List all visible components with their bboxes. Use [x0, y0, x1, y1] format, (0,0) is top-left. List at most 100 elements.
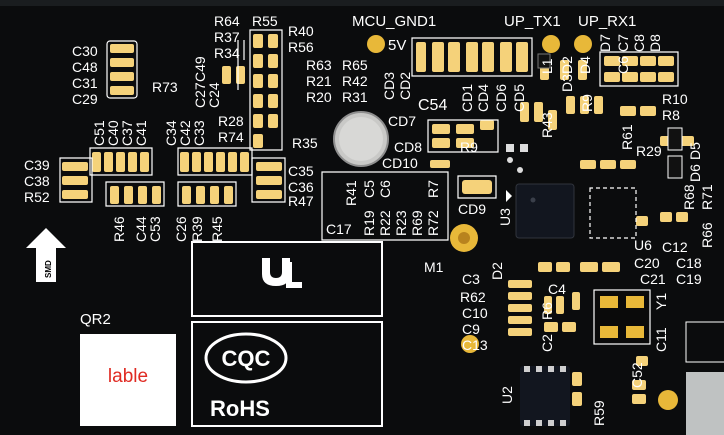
ref-c29: C29	[72, 91, 98, 107]
ref-c27: C27	[192, 82, 208, 108]
ref-c52: C52	[629, 362, 645, 388]
ref-cd5: CD5	[511, 84, 527, 112]
silkscreen-refs-left: R64 R55 R40 R37 R56 R34 C30 C48 C31 C29 …	[24, 13, 368, 242]
ref-r69: R69	[409, 210, 425, 236]
ref-r41: R41	[343, 180, 359, 206]
top-right-refs-extra: R9	[579, 94, 595, 112]
chip-labels: U3 U6	[497, 208, 652, 253]
ref-c8: C8	[631, 34, 647, 52]
ref-r28: R28	[218, 113, 244, 129]
ref-cd1: CD1	[459, 84, 475, 112]
ref-d4: D4	[577, 56, 593, 74]
top-net-labels: MCU_GND1 UP_TX1 UP_RX1 5V	[352, 13, 636, 54]
label-mcu-gnd: MCU_GND1	[352, 13, 436, 30]
ref-cd3: CD3	[381, 72, 397, 100]
ref-c19: C19	[676, 271, 702, 287]
cqc-box: CQC RoHS	[191, 321, 383, 427]
label-up-rx: UP_RX1	[578, 13, 636, 30]
ref-d2: D2	[489, 262, 505, 280]
ref-c53: C53	[147, 216, 163, 242]
ref-r42: R42	[342, 73, 368, 89]
ref-r61: R61	[619, 124, 635, 150]
ref-r31: R31	[342, 89, 368, 105]
ref-r62: R62	[460, 289, 486, 305]
ref-r63: R63	[306, 57, 332, 73]
ref-c51: C51	[91, 120, 107, 146]
ref-r19: R19	[361, 210, 377, 236]
chip-u2	[520, 366, 570, 426]
ref-r6: R6	[539, 302, 555, 320]
ref-c26: C26	[173, 216, 189, 242]
ref-r47: R47	[288, 193, 314, 209]
ref-c49: C49	[192, 56, 208, 82]
ref-d3: D3	[559, 74, 575, 92]
ref-c39: C39	[24, 157, 50, 173]
ref-r65: R65	[342, 57, 368, 73]
ref-cd6: CD6	[493, 84, 509, 112]
label-u2: U2	[499, 386, 515, 404]
ref-c42: C42	[177, 120, 193, 146]
test-points	[367, 35, 678, 410]
ref-c37: C37	[119, 120, 135, 146]
ref-c36: C36	[288, 179, 314, 195]
ref-cd10: CD10	[382, 155, 418, 171]
ref-cd8: CD8	[394, 139, 422, 155]
ref-c13: C13	[462, 337, 488, 353]
ref-cd9: CD9	[458, 201, 486, 217]
ref-r39: R39	[189, 216, 205, 242]
ref-r20: R20	[306, 89, 332, 105]
ul-box	[191, 241, 383, 317]
ref-d6: D6	[687, 164, 703, 182]
ref-c4: C4	[548, 281, 566, 297]
ref-r8: R8	[662, 107, 680, 123]
ref-r73: R73	[152, 79, 178, 95]
ref-c34: C34	[163, 120, 179, 146]
cqc-mark: CQC	[222, 346, 271, 371]
ref-cd2: CD2	[397, 72, 413, 100]
board-edge-top	[0, 0, 724, 6]
ref-c3: C3	[462, 271, 480, 287]
ref-c20: C20	[634, 255, 660, 271]
ref-r40: R40	[288, 23, 314, 39]
ref-c38: C38	[24, 173, 50, 189]
ref-c54: C54	[418, 97, 447, 114]
ref-r23: R23	[393, 210, 409, 236]
ref-cd7: CD7	[388, 113, 416, 129]
ref-c31: C31	[72, 75, 98, 91]
ref-c41: C41	[133, 120, 149, 146]
ref-r21: R21	[306, 73, 332, 89]
ref-r29: R29	[636, 143, 662, 159]
ref-r59: R59	[591, 400, 607, 426]
ref-r46: R46	[111, 216, 127, 242]
ref-r52: R52	[24, 189, 50, 205]
left-passive-cluster	[62, 34, 282, 204]
label-qr: QR2	[80, 311, 111, 328]
mounting-pad-inner	[339, 117, 383, 161]
ref-r64: R64	[214, 13, 240, 29]
label-up-tx: UP_TX1	[504, 13, 561, 30]
label-u6: U6	[634, 237, 652, 253]
ref-c5: C5	[361, 180, 377, 198]
ref-c9: C9	[462, 321, 480, 337]
ref-c24: C24	[206, 82, 222, 108]
ref-c7: C7	[615, 34, 631, 52]
ref-r45: R45	[209, 216, 225, 242]
ref-c48: C48	[72, 59, 98, 75]
ref-r71: R71	[699, 184, 715, 210]
ref-r35: R35	[292, 135, 318, 151]
top-right-outlines	[411, 37, 679, 199]
ref-r43: R43	[539, 112, 555, 138]
ref-r56: R56	[288, 39, 314, 55]
ref-d7: D7	[597, 34, 613, 52]
ref-c30: C30	[72, 43, 98, 59]
ref-c12: C12	[662, 239, 688, 255]
ref-r68: R68	[681, 184, 697, 210]
ref-d5: D5	[687, 142, 703, 160]
ref-c21: C21	[640, 271, 666, 287]
smd-arrow-icon: SMD	[26, 228, 66, 282]
ref-r10: R10	[662, 91, 688, 107]
ref-d2-top: D2	[559, 56, 575, 74]
mcu-chip-u3	[506, 183, 575, 239]
label-u3: U3	[497, 208, 513, 226]
